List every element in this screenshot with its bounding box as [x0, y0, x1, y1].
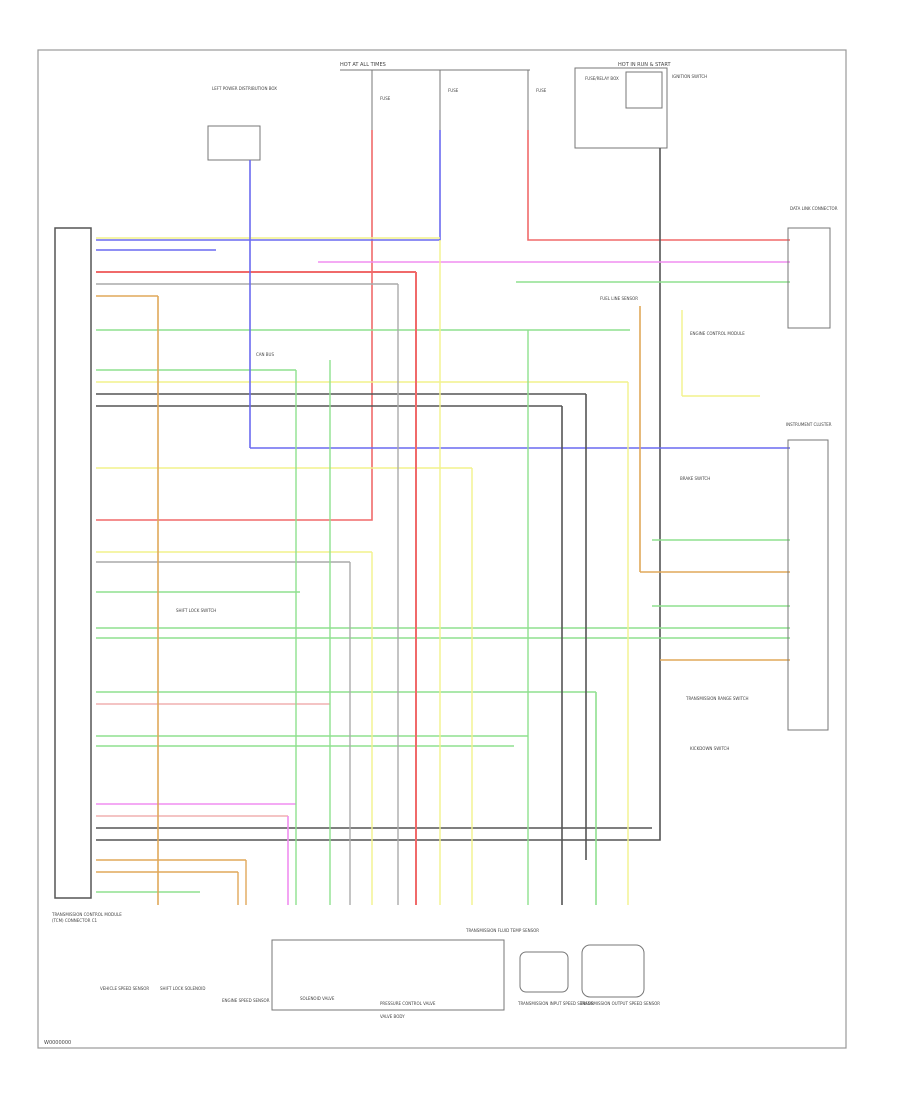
- output-speed-sensor: [581, 944, 645, 998]
- fuse-b-label: FUSE: [448, 88, 459, 93]
- input-speed-label: TRANSMISSION INPUT SPEED SENSOR: [517, 1001, 594, 1006]
- fuel-line-label: FUEL LINE SENSOR: [600, 296, 638, 301]
- canbus-label: CAN BUS: [256, 352, 274, 357]
- wire-red-feed-2: [527, 130, 790, 241]
- ignition-switch-box: [625, 71, 663, 109]
- footer-code: W0000000: [44, 1040, 71, 1046]
- instrument-cluster-label: INSTRUMENT CLUSTER: [786, 422, 832, 427]
- power-relay-box: [207, 125, 261, 161]
- valve-body-label: VALVE BODY: [380, 1014, 405, 1019]
- brake-switch-label: BRAKE SWITCH: [680, 476, 710, 481]
- tcm-connector-body: [54, 227, 92, 899]
- engine-speed-label: ENGINE SPEED SENSOR: [222, 998, 270, 1003]
- fuse-relay-box: [574, 67, 668, 149]
- vss-label: VEHICLE SPEED SENSOR: [100, 986, 149, 991]
- data-link-box: [787, 227, 831, 329]
- ignition-switch-label: IGNITION SWITCH: [672, 74, 707, 79]
- data-link-label: DATA LINK CONNECTOR: [790, 206, 838, 211]
- input-speed-sensor: [519, 951, 569, 993]
- diagram-frame: [37, 49, 847, 1049]
- pressure-control-label: PRESSURE CONTROL VALVE: [380, 1001, 436, 1006]
- fluid-temp-label: TRANSMISSION FLUID TEMP SENSOR: [465, 928, 539, 933]
- ecm-label: ENGINE CONTROL MODULE: [690, 331, 745, 336]
- shift-selector-label: SHIFT LOCK SWITCH: [176, 608, 216, 613]
- wire-red-feed: [96, 130, 373, 521]
- tcm-label: TRANSMISSION CONTROL MODULE: [51, 912, 122, 917]
- wire-dark-feed: [96, 148, 661, 841]
- component-bay: [271, 939, 505, 1011]
- trs-label: TRANSMISSION RANGE SWITCH: [685, 696, 749, 701]
- solenoid-label: SOLENOID VALVE: [300, 996, 335, 1001]
- wire-blue-feed: [96, 130, 441, 241]
- tcm-connector-label: (TCM) CONNECTOR C1: [52, 918, 98, 923]
- kickdown-label: KICKDOWN SWITCH: [690, 746, 729, 751]
- shift-lock-label: SHIFT LOCK SOLENOID: [160, 986, 205, 991]
- instrument-cluster-box: [787, 439, 829, 731]
- fuse-a-label: FUSE: [380, 96, 391, 101]
- power-relay-label: LEFT POWER DISTRIBUTION BOX: [212, 86, 277, 91]
- fuse-c-label: FUSE: [536, 88, 547, 93]
- hot-in-run-start-label: HOT IN RUN & START: [618, 62, 671, 68]
- fuse-box-label: FUSE/RELAY BOX: [585, 76, 619, 81]
- hot-at-all-times-label: HOT AT ALL TIMES: [340, 62, 386, 68]
- output-speed-label: TRANSMISSION OUTPUT SPEED SENSOR: [579, 1001, 660, 1006]
